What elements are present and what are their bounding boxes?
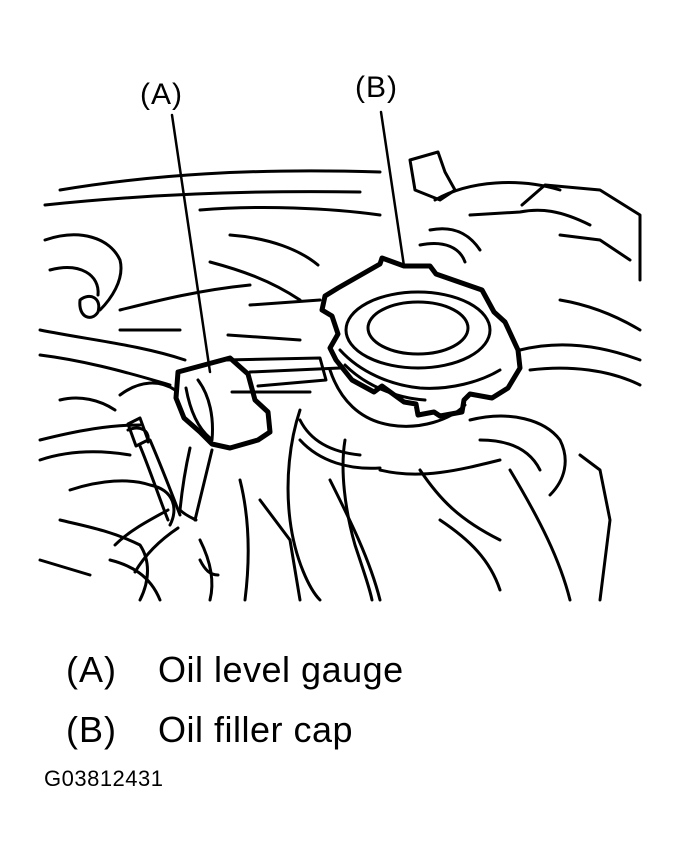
filler-neck (286, 227, 482, 602)
leader-lines (170, 110, 406, 374)
dipstick-tube (126, 416, 182, 522)
figure-id: G03812431 (44, 766, 164, 791)
callout-label-b: (B) (355, 71, 398, 104)
legend-row-a: (A) Oil level gauge (66, 640, 404, 700)
oil-level-gauge (113, 355, 328, 574)
legend-text-b: Oil filler cap (158, 709, 354, 750)
engine-illustration (38, 110, 642, 602)
oil-filler-cap (319, 255, 523, 419)
legend-row-b: (B) Oil filler cap (66, 700, 404, 760)
legend-text-a: Oil level gauge (158, 649, 404, 690)
engine-background-lines (38, 150, 642, 602)
leader-line-b (379, 110, 406, 268)
callout-label-a: (A) (140, 78, 183, 111)
leader-line-a (170, 113, 212, 374)
legend-key-b: (B) (66, 709, 117, 750)
legend-key-a: (A) (66, 649, 117, 690)
legend: (A) Oil level gauge (B) Oil filler cap (66, 640, 404, 760)
